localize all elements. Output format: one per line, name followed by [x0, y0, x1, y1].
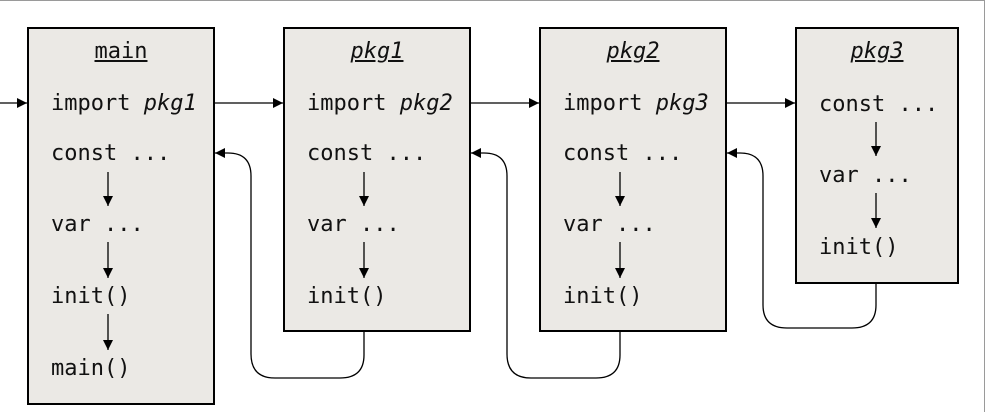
package-box-pkg3: pkg3 const ... var ... init() — [795, 27, 959, 284]
package-title: pkg2 — [606, 39, 660, 64]
return-arrow-pkg2-pkg1 — [471, 148, 621, 379]
const-line: const ... — [819, 92, 939, 117]
return-arrow-pkg3-pkg2 — [727, 148, 877, 329]
package-title: pkg3 — [850, 39, 904, 64]
init-line: init() — [819, 235, 899, 260]
import-statement: import pkg3 — [563, 91, 709, 116]
return-arrow-pkg1-main — [215, 148, 365, 379]
var-line: var ... — [563, 212, 656, 237]
var-line: var ... — [307, 212, 400, 237]
var-line: var ... — [819, 163, 912, 188]
package-title: pkg1 — [350, 39, 404, 64]
var-line: var ... — [51, 212, 144, 237]
package-box-pkg1: pkg1 import pkg2 const ... var ... init(… — [283, 27, 471, 332]
main-func-line: main() — [51, 356, 131, 381]
package-title: main — [94, 39, 148, 64]
init-line: init() — [51, 284, 131, 309]
const-line: const ... — [307, 141, 427, 166]
import-statement: import pkg2 — [307, 91, 453, 116]
init-line: init() — [563, 284, 643, 309]
init-line: init() — [307, 284, 387, 309]
const-line: const ... — [51, 141, 171, 166]
const-line: const ... — [563, 141, 683, 166]
package-box-pkg2: pkg2 import pkg3 const ... var ... init(… — [539, 27, 727, 332]
package-box-main: main import pkg1 const ... var ... init(… — [27, 27, 215, 405]
import-statement: import pkg1 — [51, 91, 197, 116]
